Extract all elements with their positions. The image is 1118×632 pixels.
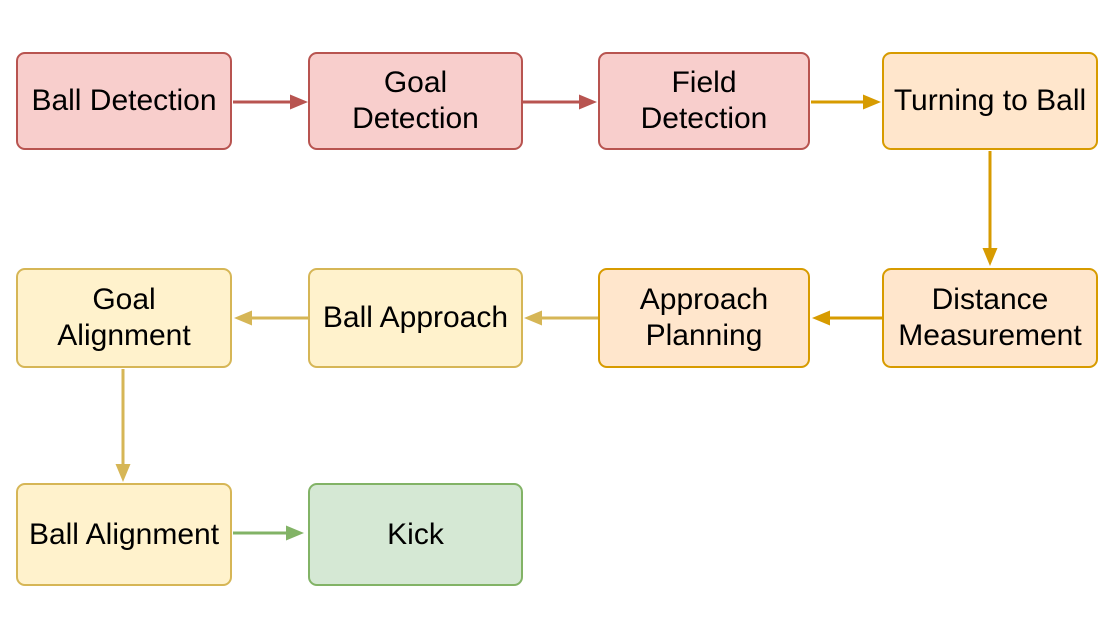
node-field-detection-label: Field Detection: [640, 66, 768, 135]
node-ball-detection-label: Ball Detection: [31, 84, 217, 117]
arrow-ball-detection-to-goal-detection: [233, 94, 308, 110]
node-turning-to-ball: Turning to Ball: [882, 52, 1098, 150]
node-kick: Kick: [308, 483, 523, 586]
node-distance-measurement: Distance Measurement: [882, 268, 1098, 368]
node-distance-measurement-label: Distance Measurement: [898, 283, 1082, 352]
node-goal-detection-label: Goal Detection: [352, 66, 479, 135]
arrow-distance-measurement-to-approach-planning: [812, 310, 882, 326]
node-ball-alignment: Ball Alignment: [16, 483, 232, 586]
node-goal-alignment: Goal Alignment: [16, 268, 232, 368]
arrow-turning-to-ball-to-distance-measurement: [982, 151, 998, 266]
arrow-goal-detection-to-field-detection: [523, 94, 597, 110]
node-approach-planning-label: Approach Planning: [639, 283, 769, 352]
arrow-goal-alignment-to-ball-alignment: [115, 369, 131, 482]
node-ball-approach-label: Ball Approach: [322, 301, 509, 334]
node-goal-detection: Goal Detection: [308, 52, 523, 150]
node-ball-approach: Ball Approach: [308, 268, 523, 368]
node-goal-alignment-label: Goal Alignment: [57, 283, 191, 352]
arrow-approach-planning-to-ball-approach: [524, 310, 598, 326]
arrow-ball-alignment-to-kick: [233, 525, 304, 541]
node-turning-to-ball-label: Turning to Ball: [893, 84, 1087, 117]
node-field-detection: Field Detection: [598, 52, 810, 150]
node-ball-detection: Ball Detection: [16, 52, 232, 150]
node-ball-alignment-label: Ball Alignment: [28, 517, 220, 551]
arrow-field-detection-to-turning-to-ball: [811, 94, 881, 110]
arrow-ball-approach-to-goal-alignment: [234, 310, 308, 326]
node-kick-label: Kick: [387, 517, 444, 551]
node-approach-planning: Approach Planning: [598, 268, 810, 368]
